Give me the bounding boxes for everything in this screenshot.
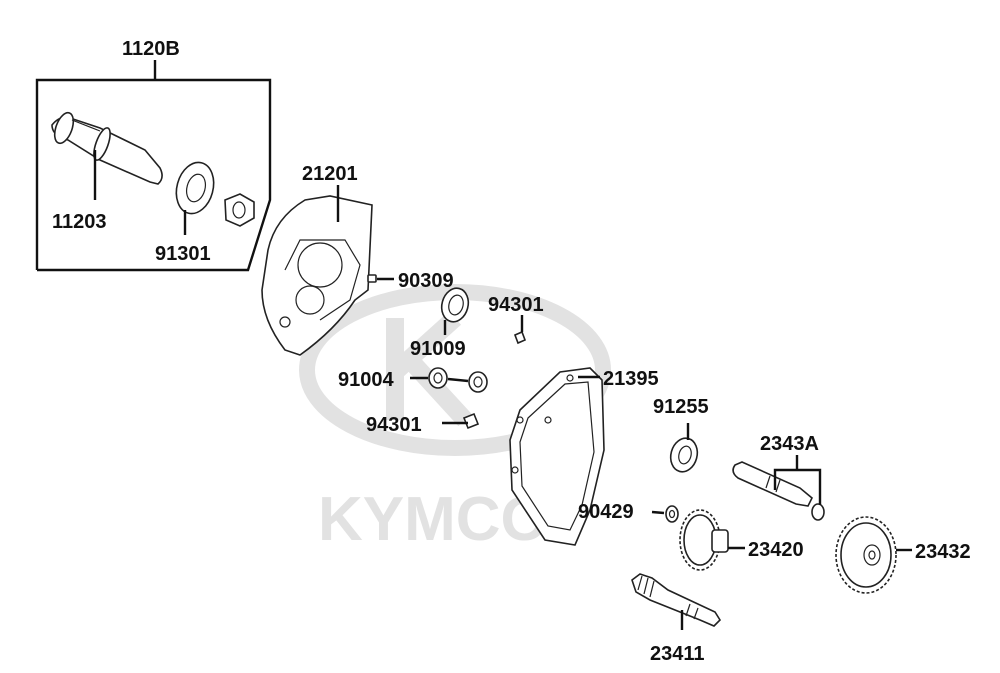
part-seal-91301 (175, 161, 215, 215)
part-gasket-21395 (509, 367, 605, 546)
label-2343A: 2343A (760, 433, 819, 455)
label-94301-lower: 94301 (366, 414, 422, 436)
label-91009: 91009 (410, 338, 466, 360)
label-21201: 21201 (302, 163, 358, 185)
part-case-21201 (261, 195, 373, 356)
part-bearing-91004 (428, 367, 488, 393)
part-shaft-23411 (631, 573, 722, 627)
label-91004: 91004 (338, 369, 394, 391)
label-1120B: 1120B (122, 38, 180, 60)
part-shaft-11203 (51, 111, 163, 185)
label-90429: 90429 (578, 501, 634, 523)
part-bearing-91009 (440, 287, 470, 323)
part-dowel-90309 (367, 274, 377, 283)
part-gear-23432 (835, 516, 897, 594)
leader-91004-link (447, 377, 469, 383)
label-23420: 23420 (748, 539, 804, 561)
part-pin-94301-upper (513, 330, 527, 345)
part-bearing-91255 (669, 437, 699, 473)
label-23432: 23432 (915, 541, 971, 563)
label-23411: 23411 (650, 643, 705, 665)
label-21395: 21395 (603, 368, 659, 390)
kymco-k-logo-icon (386, 311, 472, 427)
assembly-box-1120B (35, 78, 272, 272)
label-91255: 91255 (653, 396, 709, 418)
label-90309: 90309 (398, 270, 454, 292)
label-94301-upper: 94301 (488, 294, 544, 316)
label-11203: 11203 (52, 211, 107, 233)
watermark-brand: KYMCO (318, 485, 549, 554)
part-pin-94301-lower (462, 412, 480, 430)
part-gear-23420 (679, 509, 729, 571)
leader-90429 (651, 510, 665, 515)
label-91301: 91301 (155, 243, 211, 265)
part-shaft-2343A (732, 461, 825, 521)
part-nut (224, 193, 255, 227)
part-washer-90429 (665, 505, 679, 523)
